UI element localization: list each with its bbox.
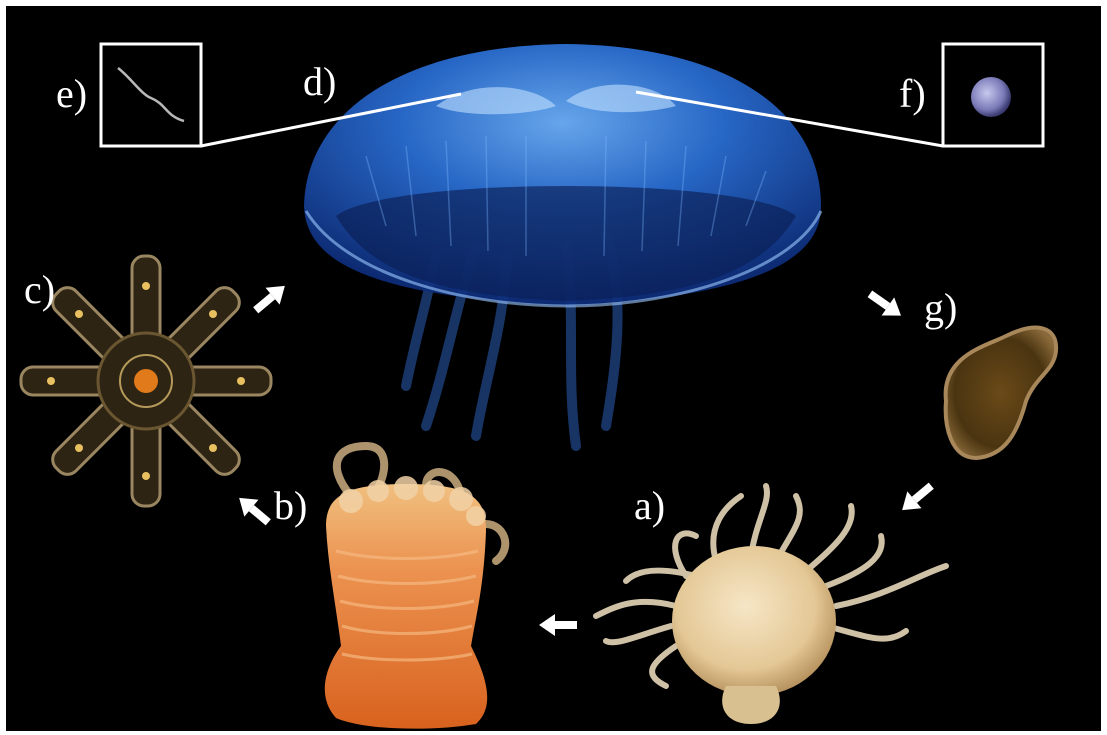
label-a: a) (634, 486, 665, 526)
arrow-icon (232, 489, 275, 530)
figure-artwork (6, 6, 1101, 731)
inset-f (943, 44, 1043, 146)
inset-e (101, 44, 201, 146)
strobila-image (325, 446, 505, 729)
photo-panel: e) d) f) c) g) b) a) (6, 6, 1101, 731)
label-c: c) (24, 270, 55, 310)
arrow-icon (539, 614, 577, 636)
ephyra-image (21, 256, 271, 506)
arrow-icon (864, 285, 908, 325)
label-e: e) (56, 74, 87, 114)
medusa-image (304, 44, 821, 446)
label-b: b) (274, 486, 307, 526)
label-f: f) (899, 74, 926, 114)
label-d: d) (303, 62, 336, 102)
arrow-icon (249, 277, 292, 318)
arrow-icon (895, 477, 938, 518)
planula-image (946, 328, 1057, 458)
label-g: g) (924, 288, 957, 328)
